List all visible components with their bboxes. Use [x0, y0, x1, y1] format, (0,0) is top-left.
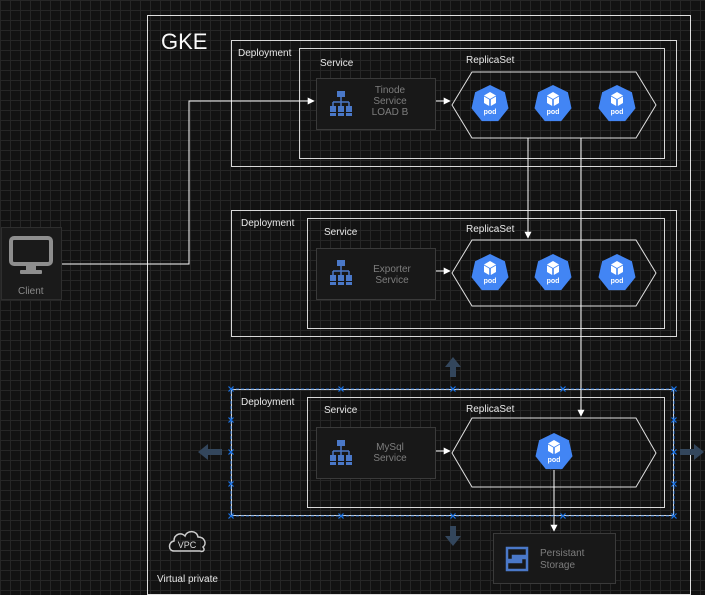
exporter-service-name: Exporter Service [364, 264, 420, 286]
exporter-service-node[interactable] [316, 248, 436, 300]
service-3-label: Service [324, 405, 358, 416]
service-name-line: Exporter [373, 264, 411, 275]
client-label: Client [18, 286, 44, 297]
replicaset-3-label: ReplicaSet [466, 404, 515, 415]
service-2-label: Service [324, 227, 358, 238]
vpc-label: Virtual private [157, 574, 218, 585]
service-name-line: Tinode [374, 85, 406, 96]
tinode-service-node[interactable] [316, 78, 436, 130]
deployment-3-label: Deployment [241, 397, 295, 408]
storage-icon [505, 546, 529, 572]
deployment-2-inner[interactable] [307, 218, 665, 329]
storage-name-line: Storage [540, 560, 576, 571]
gke-title: GKE [161, 29, 208, 54]
mysql-service-name: MySql Service [362, 442, 418, 464]
storage-name: Persistant Storage [540, 548, 600, 572]
monitor-icon [9, 236, 53, 274]
vpc-cloud-icon: VPC [168, 530, 206, 553]
service-name-line: LOAD B [371, 107, 409, 118]
storage-name-line: Persistant [540, 548, 585, 559]
tinode-service-name: Tinode Service LOAD B [362, 85, 418, 118]
deployment-2[interactable] [231, 210, 677, 337]
service-name-line: Service [373, 453, 407, 464]
replicaset-2-label: ReplicaSet [466, 224, 515, 235]
service-name-line: Service [373, 96, 407, 107]
replicaset-1-label: ReplicaSet [466, 55, 515, 66]
service-1-label: Service [320, 58, 354, 69]
service-name-line: Service [375, 275, 409, 286]
deployment-2-label: Deployment [241, 218, 295, 229]
service-name-line: MySql [376, 442, 404, 453]
deployment-1-label: Deployment [238, 48, 292, 59]
vpc-icon-text: VPC [178, 540, 197, 550]
